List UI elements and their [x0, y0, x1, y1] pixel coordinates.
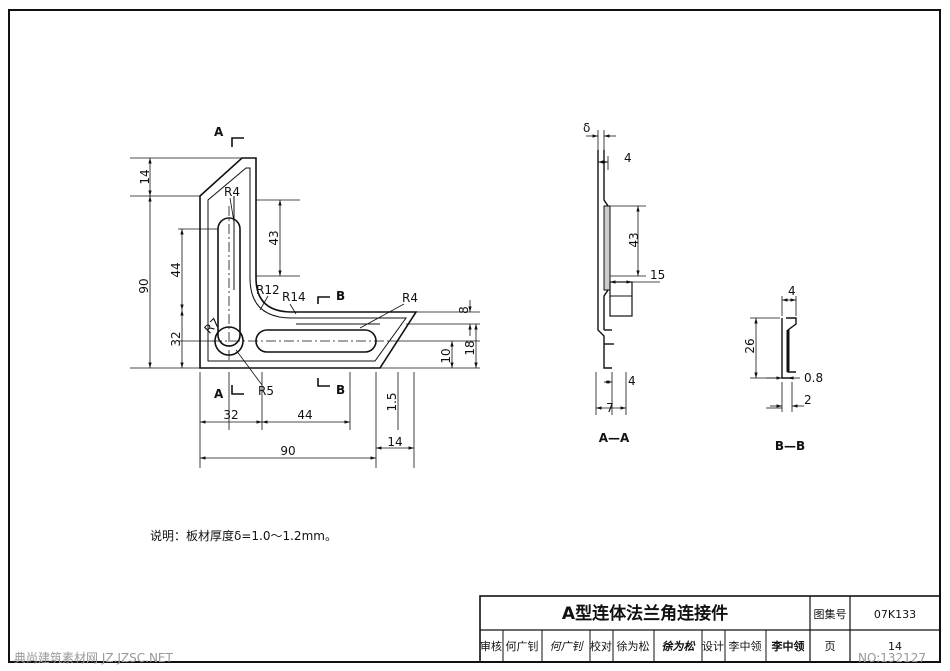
drawing-frame — [8, 9, 941, 663]
drawing-title: A型连体法兰角连接件 — [562, 603, 728, 624]
dim-32-left: 32 — [169, 331, 183, 346]
section-bb-drawing — [781, 317, 797, 379]
dim-1-5: 1.5 — [385, 392, 399, 411]
review-name: 何广钊 — [506, 639, 539, 653]
bb-dim-4: 4 — [788, 284, 796, 298]
watermark-left: 典尚建筑素材网 JZ.JZSC.NET — [14, 650, 174, 665]
dim-r5: R5 — [258, 384, 274, 398]
aa-delta: δ — [583, 121, 590, 135]
dim-8: 8 — [457, 306, 471, 314]
review-signature: 何广钊 — [550, 640, 585, 653]
dim-r12: R12 — [256, 283, 280, 297]
section-mark-a-top: A — [214, 125, 224, 139]
page-number: 14 — [888, 640, 902, 653]
review-label: 审核 — [480, 639, 502, 653]
check-label: 校对 — [590, 639, 612, 653]
section-mark-a-bottom: A — [214, 387, 224, 401]
title-block — [479, 595, 941, 663]
check-signature: 徐为松 — [662, 640, 697, 653]
atlas-number-label: 图集号 — [814, 607, 847, 621]
dim-r4-top: R4 — [224, 185, 240, 199]
check-name: 徐为松 — [617, 639, 650, 653]
dim-10: 10 — [439, 348, 453, 363]
aa-dim-43: 43 — [627, 232, 641, 247]
page-label: 页 — [825, 640, 836, 653]
bracket-outline — [199, 157, 418, 369]
bb-dim-2: 2 — [804, 393, 812, 407]
section-bb-label: B—B — [775, 439, 805, 453]
dim-90-left: 90 — [137, 278, 151, 293]
dim-90-bottom: 90 — [280, 444, 295, 458]
dim-44-left: 44 — [169, 262, 183, 277]
section-cut-marks — [231, 137, 330, 395]
material-note: 说明：板材厚度δ=1.0～1.2mm。 — [150, 528, 337, 543]
bb-dim-26: 26 — [743, 338, 757, 353]
dim-r14: R14 — [282, 290, 306, 304]
bracket-inner-line — [207, 167, 407, 362]
aa-dim-7: 7 — [606, 401, 614, 415]
dim-18: 18 — [463, 340, 477, 355]
design-label: 设计 — [702, 640, 724, 653]
design-name: 李中领 — [729, 639, 762, 653]
dim-43: 43 — [267, 230, 281, 245]
main-dimension-lines — [130, 157, 480, 468]
section-aa-dims — [586, 130, 660, 415]
watermark-right: NO:132127 — [858, 651, 926, 665]
atlas-number: 07K133 — [874, 608, 916, 621]
dim-14-right: 14 — [387, 435, 402, 449]
dim-14-top: 14 — [138, 169, 152, 184]
aa-dim-4-bottom: 4 — [628, 374, 636, 388]
dim-r4-right: R4 — [402, 291, 418, 305]
center-lines — [212, 206, 390, 360]
section-mark-b-top: B — [336, 289, 345, 303]
section-mark-b-bottom: B — [336, 383, 345, 397]
bb-dim-0-8: 0.8 — [804, 371, 823, 385]
design-signature: 李中领 — [771, 639, 805, 653]
dim-44-bottom: 44 — [297, 408, 312, 422]
dim-32-bottom: 32 — [223, 408, 238, 422]
aa-dim-4-top: 4 — [624, 151, 632, 165]
aa-dim-15: 15 — [650, 268, 665, 282]
section-aa-drawing — [597, 150, 633, 369]
section-bb-dims — [750, 296, 804, 412]
dim-r7: R7 — [202, 315, 223, 336]
section-aa-label: A—A — [599, 431, 630, 445]
